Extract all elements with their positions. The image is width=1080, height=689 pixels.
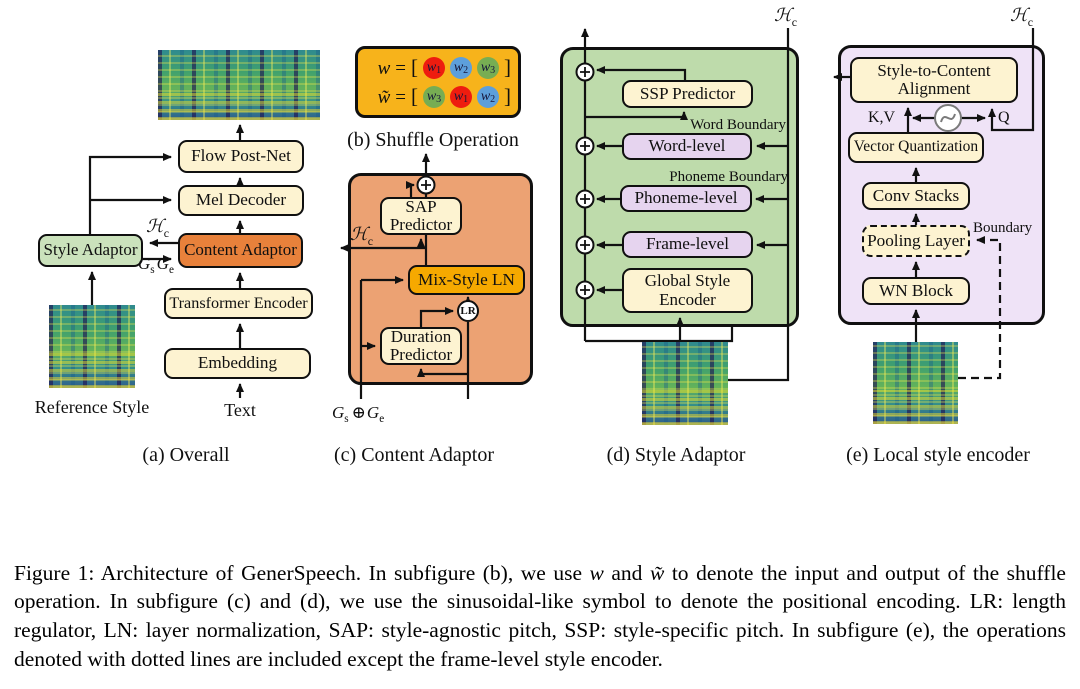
hc-label: ℋc <box>774 5 798 29</box>
ssp-predictor-box: SSP Predictor <box>622 80 753 108</box>
close-bracket: ] <box>504 84 511 108</box>
style-adaptor-box: Style Adaptor <box>38 234 143 267</box>
sap-predictor-box: SAP Predictor <box>380 197 462 235</box>
duration-predictor-box: Duration Predictor <box>380 327 462 365</box>
hc-label: ℋc <box>350 224 374 248</box>
output-mel-spectrogram <box>158 50 320 120</box>
mix-style-ln-box: Mix-Style LN <box>408 265 525 295</box>
local-style-encoder-connectors <box>833 28 1035 380</box>
reference-mel-spectrogram <box>49 305 135 388</box>
open-bracket: [ <box>411 55 418 79</box>
wn-block-box: WN Block <box>862 277 970 305</box>
plus-circle-icon <box>416 175 436 195</box>
mel-decoder-box: Mel Decoder <box>178 185 304 216</box>
frame-level-box: Frame-level <box>622 231 753 258</box>
overall-connectors <box>88 124 244 398</box>
close-bracket: ] <box>504 55 511 79</box>
w-tilde-symbol: w̃ <box>377 87 391 108</box>
open-bracket: [ <box>411 84 418 108</box>
content-adaptor-box: Content Adaptor <box>178 233 303 268</box>
equals-sign: = <box>395 87 406 108</box>
gs-plus-ge-label: Gs⊕Ge <box>332 403 385 426</box>
plus-circle-icon <box>575 189 595 209</box>
phoneme-level-box: Phoneme-level <box>620 185 752 212</box>
style-adaptor-mel-spectrogram <box>642 342 728 425</box>
transformer-encoder-box: Transformer Encoder <box>164 288 313 319</box>
subcaption-a: (a) Overall <box>142 444 230 466</box>
style-to-content-alignment-box: Style-to-Content Alignment <box>850 57 1018 103</box>
vector-quantization-box: Vector Quantization <box>848 132 984 163</box>
pooling-layer-box: Pooling Layer <box>862 225 970 257</box>
text-input-label: Text <box>224 400 256 420</box>
subcaption-b: (b) Shuffle Operation <box>347 129 519 151</box>
subcaption-c: (c) Content Adaptor <box>334 444 494 466</box>
equals-sign: = <box>395 58 406 79</box>
hc-label: ℋc <box>146 216 170 240</box>
plus-circle-icon <box>575 280 595 300</box>
plus-circle-icon <box>575 235 595 255</box>
boundary-label: Boundary <box>973 220 1033 236</box>
plus-circle-icon <box>575 136 595 156</box>
content-adaptor-connectors <box>340 153 472 399</box>
embedding-box: Embedding <box>164 348 311 379</box>
local-style-mel-spectrogram <box>873 342 958 424</box>
hc-label: ℋc <box>1010 5 1034 29</box>
phoneme-boundary-label: Phoneme Boundary <box>669 169 788 185</box>
figure-caption: Figure 1: Architecture of GenerSpeech. I… <box>14 560 1066 671</box>
word-boundary-label: Word Boundary <box>690 117 786 133</box>
plus-circle-icon <box>575 62 595 82</box>
length-regulator-node: LR <box>457 300 479 322</box>
positional-encoding-icon <box>934 104 962 132</box>
subcaption-d: (d) Style Adaptor <box>606 444 746 466</box>
w-symbol: w <box>377 58 391 79</box>
flow-post-net-box: Flow Post-Net <box>178 140 304 173</box>
conv-stacks-box: Conv Stacks <box>862 182 970 210</box>
word-level-box: Word-level <box>622 133 752 160</box>
global-style-encoder-box: Global Style Encoder <box>622 268 753 313</box>
subcaption-e: (e) Local style encoder <box>846 444 1030 466</box>
kv-label: K,V <box>868 109 896 126</box>
reference-style-label: Reference Style <box>34 397 150 417</box>
q-label: Q <box>998 109 1010 126</box>
